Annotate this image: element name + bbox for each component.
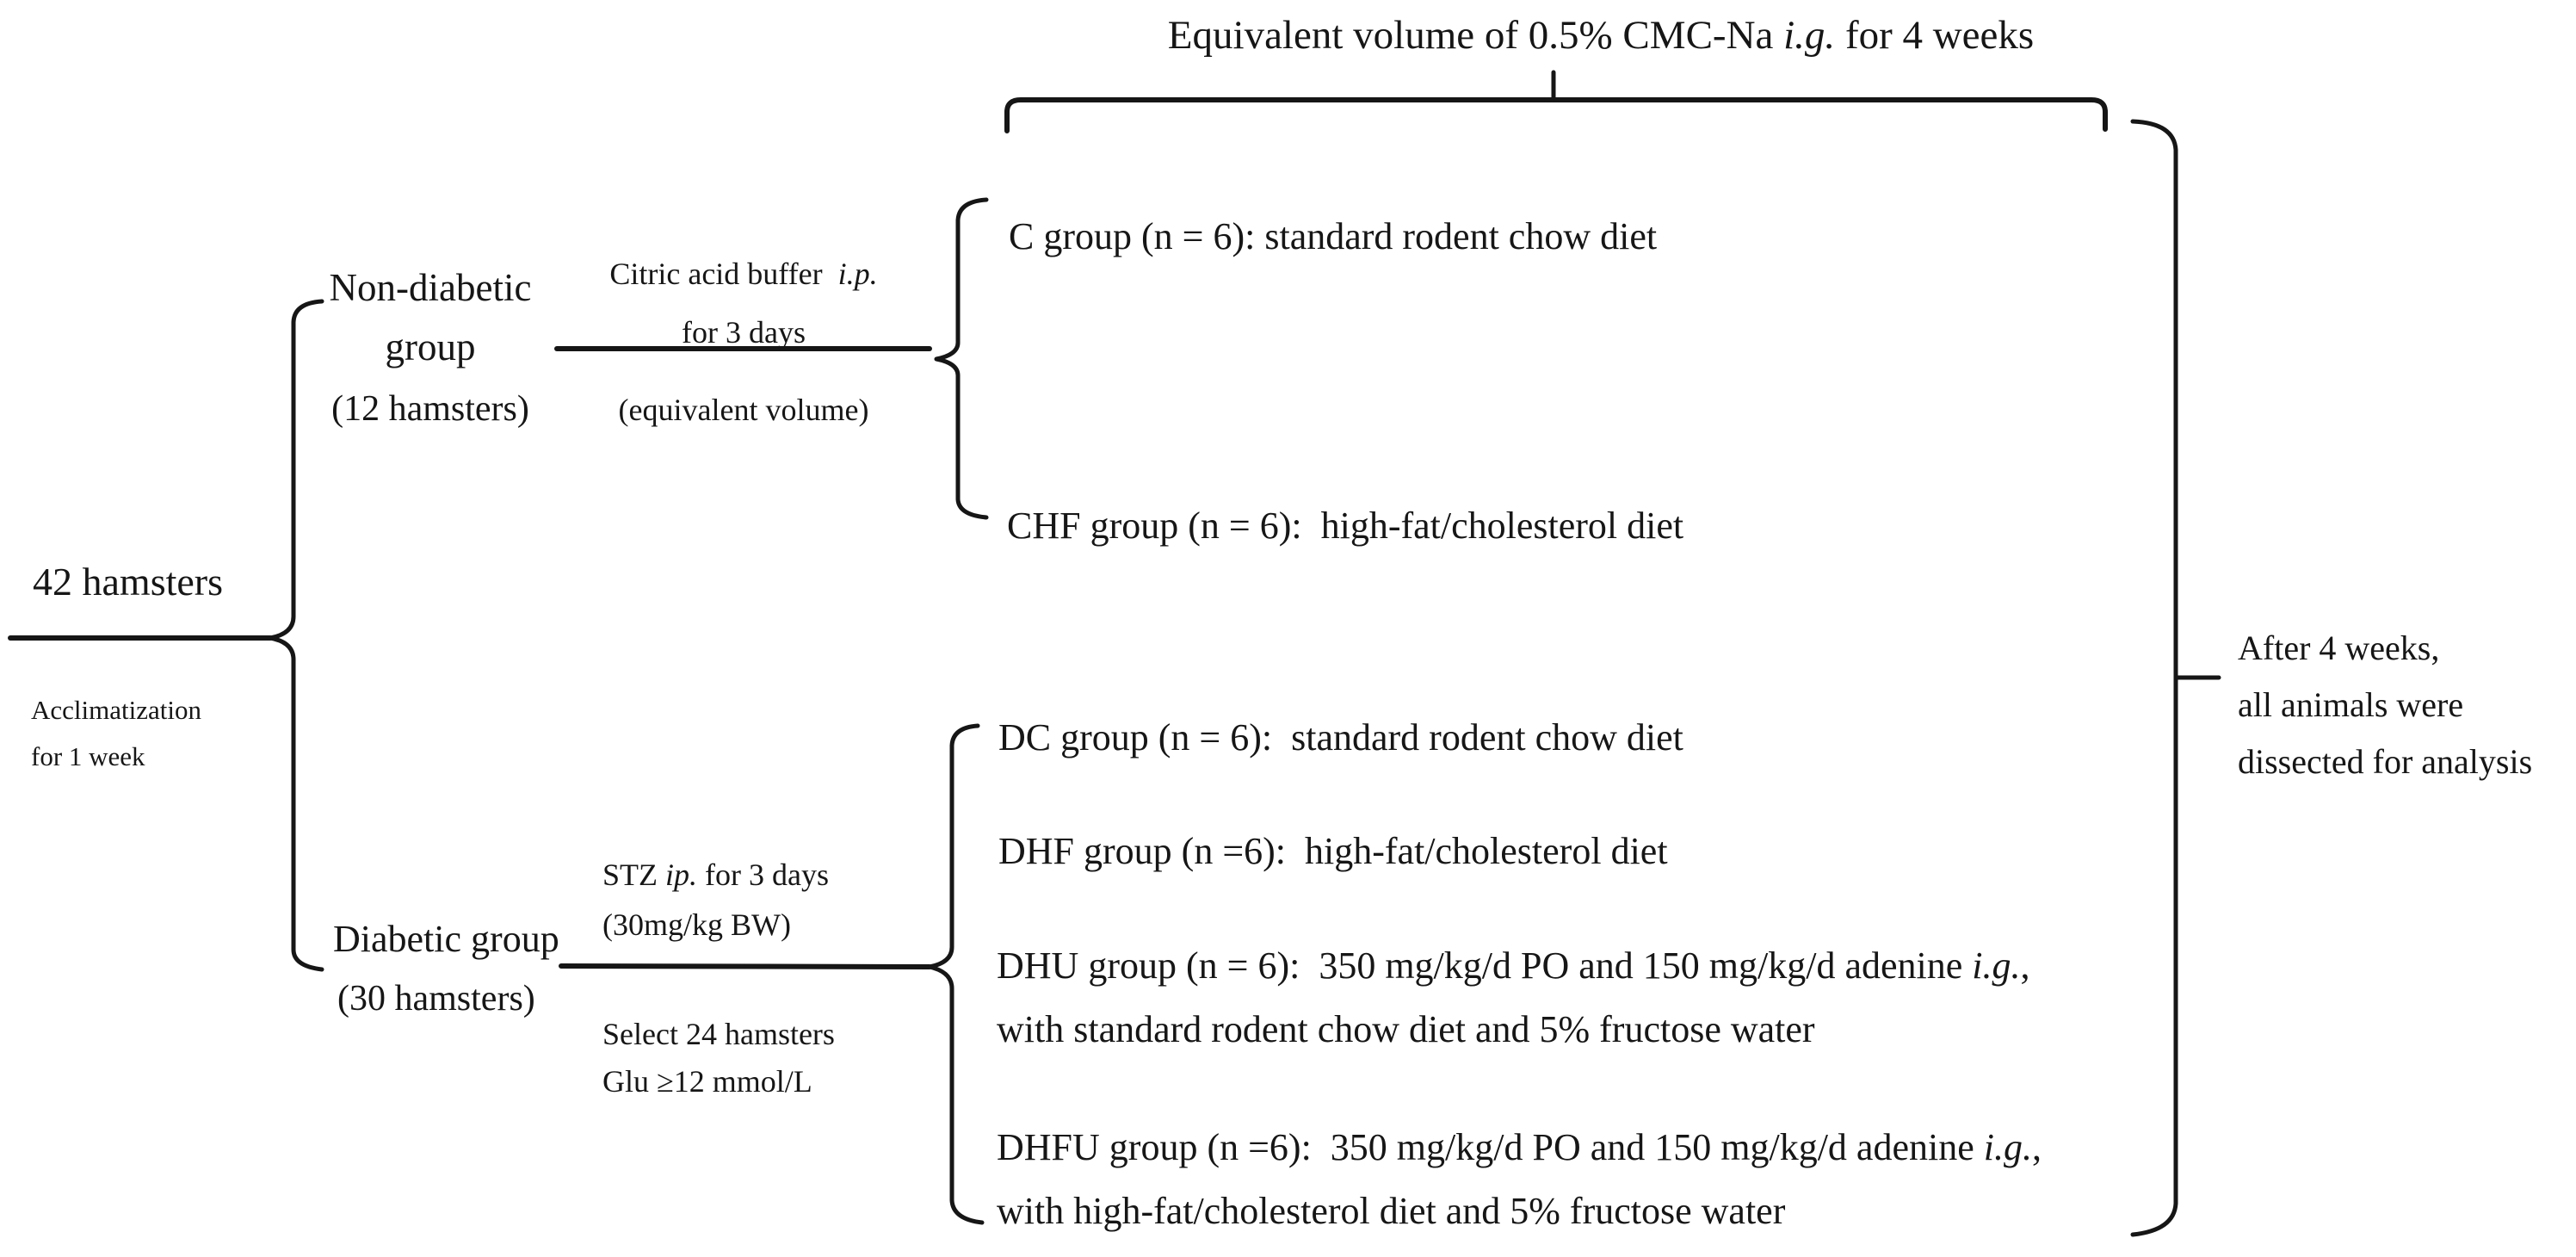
- selection-line2: Glu ≥12 mmol/L: [602, 1063, 812, 1099]
- group-c-label: C group (n = 6): standard rodent chow di…: [1009, 215, 1658, 257]
- group-dhf-label: DHF group (n =6): high-fat/cholesterol d…: [998, 830, 1668, 872]
- citric-equivalent-volume-note: (equivalent volume): [618, 393, 869, 427]
- non-diabetic-name-line2: group: [385, 325, 476, 369]
- non-diabetic-branch-label: Non-diabetic group (12 hamsters): [301, 258, 559, 437]
- left-curly-brace: [268, 299, 324, 972]
- stz-line1: STZ: [602, 858, 666, 892]
- group-dhu-label: DHU group (n = 6): 350 mg/kg/d PO and 15…: [997, 934, 2030, 1062]
- diabetic-groups-curly-brace: [927, 723, 985, 1225]
- outcome-line3: dissected for analysis: [2238, 742, 2533, 781]
- c-chf-curly-brace: [934, 197, 989, 520]
- right-bracket: [2130, 119, 2178, 1237]
- stz-dose-note: (30mg/kg BW): [602, 907, 791, 942]
- group-dhu-ig-abbrev: i.g.: [1972, 944, 2021, 987]
- top-caption-text: Equivalent volume of 0.5% CMC-Na: [1167, 13, 1784, 58]
- citric-line2: for 3 days: [682, 315, 806, 350]
- group-dhfu-line1: DHFU group (n =6): 350 mg/kg/d PO and 15…: [997, 1126, 1984, 1168]
- group-dhfu-line2: with high-fat/cholesterol diet and 5% fr…: [997, 1189, 1786, 1232]
- top-bracket: [1004, 97, 2108, 133]
- stz-ip-abbrev: ip.: [665, 858, 698, 892]
- group-dhu-line1: DHU group (n = 6): 350 mg/kg/d PO and 15…: [997, 944, 1973, 987]
- group-dhfu-line1-tail: ,: [2031, 1126, 2042, 1168]
- diabetic-branch-label: Diabetic group: [333, 918, 559, 960]
- outcome-line1: After 4 weeks,: [2238, 628, 2440, 667]
- selection-line1: Select 24 hamsters: [602, 1017, 835, 1051]
- citric-treatment-label: Citric acid buffer i.p. for 3 days: [557, 245, 930, 362]
- group-dhu-line2: with standard rodent chow diet and 5% fr…: [997, 1007, 1815, 1050]
- acclimatization-note: Acclimatization for 1 week: [31, 687, 201, 781]
- top-caption-tail: for 4 weeks: [1835, 13, 2035, 58]
- start-node-label: 42 hamsters: [33, 560, 224, 604]
- acclimatization-note-line1: Acclimatization: [31, 695, 201, 725]
- stz-treatment-label: STZ ip. for 3 days (30mg/kg BW): [602, 851, 829, 950]
- group-chf-label: CHF group (n = 6): high-fat/cholesterol …: [1007, 505, 1684, 547]
- top-caption-ig-abbrev: i.g.: [1783, 13, 1836, 58]
- diabetic-count: (30 hamsters): [337, 979, 535, 1019]
- group-dhfu-ig-abbrev: i.g.: [1983, 1126, 2032, 1168]
- acclimatization-note-line2: for 1 week: [31, 741, 145, 772]
- group-dc-label: DC group (n = 6): standard rodent chow d…: [998, 716, 1683, 759]
- top-caption: Equivalent volume of 0.5% CMC-Na i.g. fo…: [1102, 12, 2100, 59]
- non-diabetic-name-line1: Non-diabetic: [329, 266, 532, 309]
- outcome-note: After 4 weeks, all animals were dissected …: [2238, 620, 2576, 790]
- citric-line1: Citric acid buffer: [609, 257, 838, 291]
- stz-line1-tail: for 3 days: [697, 858, 829, 892]
- outcome-line2: all animals were: [2238, 685, 2464, 724]
- group-dhu-line1-tail: ,: [2020, 944, 2030, 987]
- diabetic-underline: [559, 963, 932, 969]
- group-dhfu-label: DHFU group (n =6): 350 mg/kg/d PO and 15…: [997, 1116, 2042, 1243]
- non-diabetic-count: (12 hamsters): [331, 388, 529, 429]
- citric-ip-abbrev: i.p.: [837, 257, 878, 291]
